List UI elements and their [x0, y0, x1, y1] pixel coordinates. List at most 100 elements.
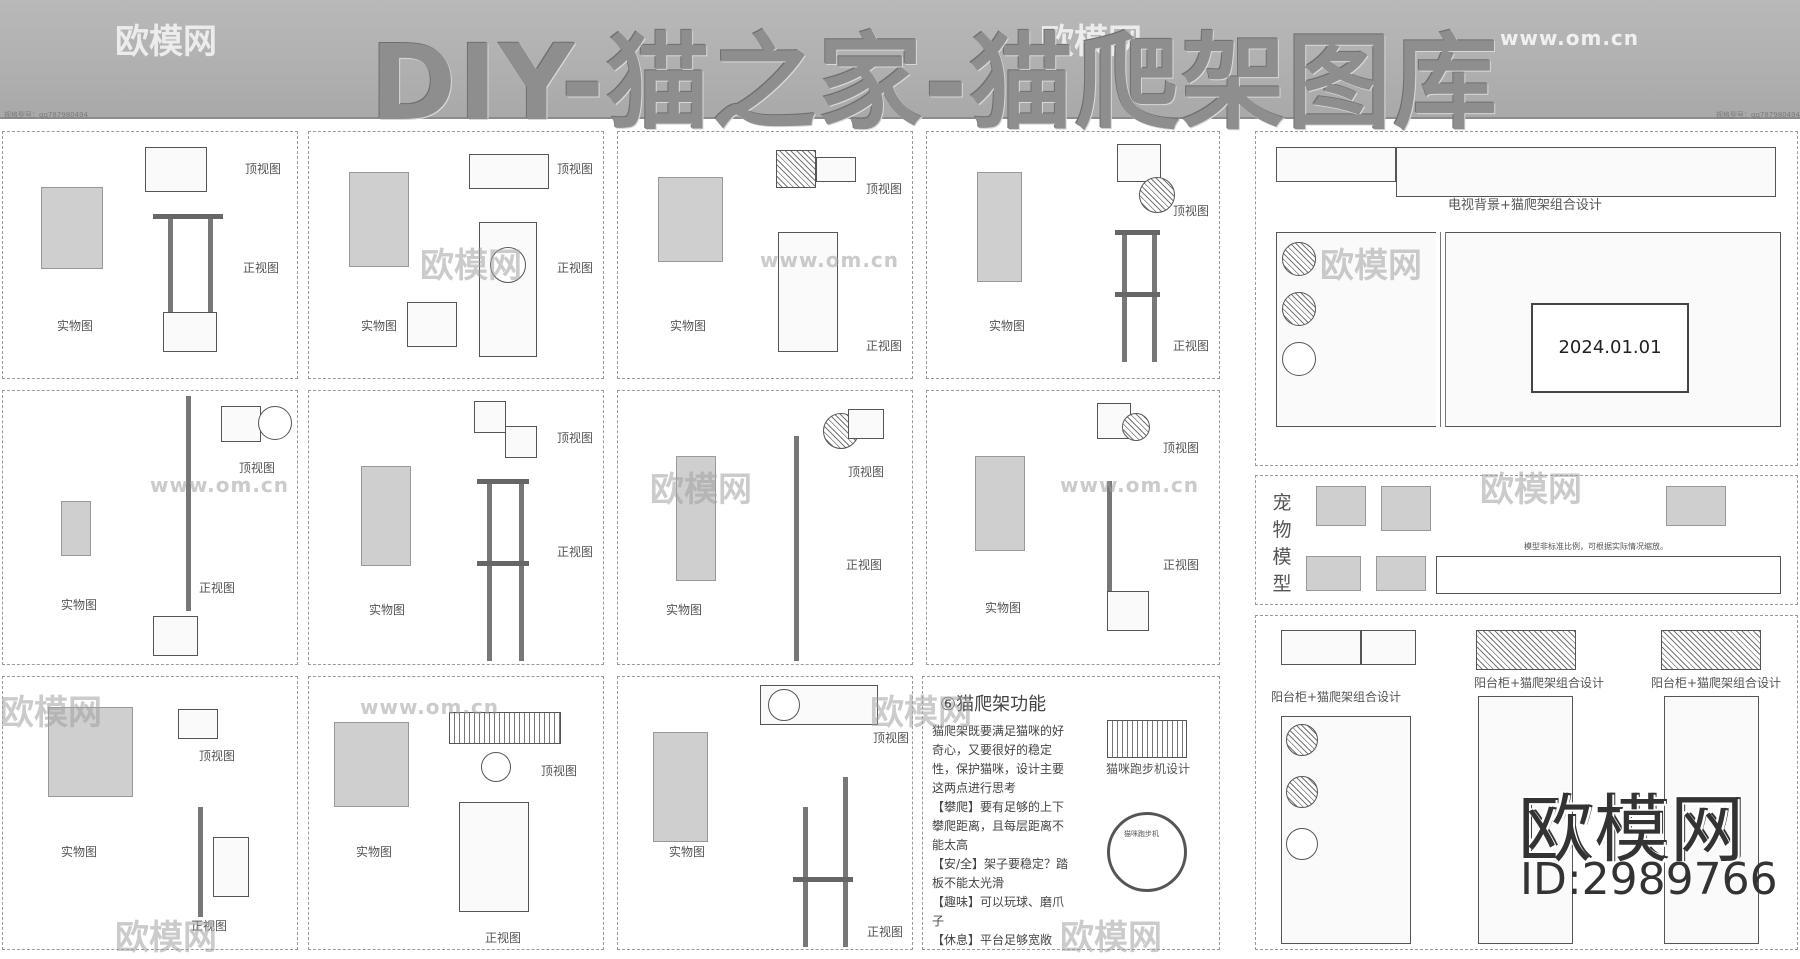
front-view-drawing [213, 837, 249, 897]
watermark-url: www.om.cn [360, 695, 500, 719]
tv-screen: 2024.01.01 [1531, 303, 1689, 393]
function-item: 【攀爬】要有足够的上下攀爬距离，且每层距离不能太高 [932, 800, 1065, 852]
small-note: 规格型号：qq787980494 [4, 111, 88, 119]
cat-tree-photo [676, 456, 716, 581]
function-title: ⑥猫爬架功能 [940, 694, 1047, 715]
function-description: 猫爬架既要满足猫咪的好奇心，又要很好的稳定性，保护猫咪，设计主要这两点进行思考 … [932, 722, 1074, 950]
platform [477, 561, 529, 566]
cat-tree-photo [61, 501, 91, 556]
top-view-drawing [178, 709, 218, 739]
cat-tree-photo [977, 172, 1022, 282]
front-view-drawing [778, 232, 838, 352]
top-view-drawing [1117, 144, 1161, 182]
watermark-logo: 欧模网 [870, 693, 972, 733]
watermark-logo: 欧模网 [1320, 246, 1422, 286]
wall-hole [1282, 342, 1316, 376]
top-view-label: 顶视图 [245, 162, 282, 176]
top-view-wheel [1139, 177, 1175, 213]
cat-tree-panel-1: 实物图 顶视图 正视图 [2, 131, 298, 379]
balcony-design-label: 阳台柜+猫爬架组合设计 [1651, 676, 1782, 690]
post [1122, 232, 1127, 362]
balcony-elevation [1478, 696, 1573, 944]
front-view-label: 正视图 [243, 261, 280, 275]
cat-tree-photo [349, 172, 409, 267]
post [208, 217, 213, 317]
pet-model-squirrel [1376, 556, 1426, 591]
cat-tree-photo [48, 707, 133, 797]
cat-tree-photo [41, 187, 103, 269]
watermark-logo: 欧模网 [115, 22, 217, 62]
top-view-drawing [469, 154, 549, 189]
cat-tree-photo [653, 732, 708, 842]
tv-wall-panel: 电视背景+猫爬架组合设计 [1255, 131, 1798, 466]
top-view-round [768, 689, 800, 721]
top-view-drawing [474, 401, 506, 433]
top-view-drawing [145, 147, 207, 192]
balcony-panel: 阳台柜+猫爬架组合设计 阳台柜+猫爬架组合设计 阳台柜+猫爬架组合设计 [1255, 615, 1798, 950]
page-title: DIY-猫之家-猫爬架图库 [370, 22, 1500, 144]
front-view-label: 正视图 [557, 261, 594, 275]
pet-model-dog [1316, 486, 1366, 526]
top-view-drawing [776, 150, 816, 188]
wall-hole [1286, 828, 1318, 860]
front-view-label: 正视图 [191, 919, 228, 933]
cat-tree-panel-6: 实物图 顶视图 正视图 [308, 390, 604, 665]
platform [477, 479, 529, 484]
top-view-label: 顶视图 [199, 749, 236, 763]
top-view-label: 顶视图 [557, 162, 594, 176]
cat-tree-panel-10: 实物图 顶视图 正视图 [308, 676, 604, 950]
post [168, 217, 173, 317]
treadmill-wheel: 猫咪跑步机 [1107, 812, 1187, 892]
top-view-round [258, 406, 292, 440]
balcony-top-view [1476, 630, 1576, 670]
watermark-url: www.om.cn [1060, 473, 1200, 497]
function-item: 【趣味】可以玩球、磨爪子 [932, 895, 1065, 928]
photo-label: 实物图 [369, 603, 406, 617]
wall-hole [1282, 242, 1316, 276]
pet-models-panel: 模型非标准比例，可根据实际情况缩放。 [1255, 475, 1798, 605]
post [843, 777, 848, 947]
treadmill-label: 猫咪跑步机设计 [1106, 762, 1191, 776]
cat-tree-photo [975, 456, 1025, 551]
cat-tree-photo [361, 466, 411, 566]
watermark-logo: 欧模网 [115, 918, 217, 958]
top-view-label: 顶视图 [1173, 204, 1210, 218]
cat-tree-panel-5: 实物图 顶视图 正视图 [2, 390, 298, 665]
post [198, 807, 203, 917]
brand-id: ID:2989766 [1520, 854, 1778, 905]
post [487, 481, 492, 661]
watermark-url: www.om.cn [150, 473, 290, 497]
balcony-top-view [1661, 630, 1761, 670]
platform [1115, 292, 1160, 297]
front-view-label: 正视图 [557, 545, 594, 559]
front-view-label: 正视图 [485, 931, 522, 945]
front-view-label: 正视图 [1163, 558, 1200, 572]
pet-models-label: 宠物模型 [1272, 492, 1292, 595]
wall-hole [1286, 724, 1318, 756]
photo-label: 实物图 [356, 845, 393, 859]
watermark-logo: 欧模网 [1060, 918, 1162, 958]
wall-hole [1282, 292, 1316, 326]
photo-label: 实物图 [57, 319, 94, 333]
top-view-wheel [1122, 413, 1150, 441]
front-view-drawing [459, 802, 529, 912]
cat-tree-photo [658, 177, 723, 262]
platform [793, 877, 853, 882]
small-note: 规格型号：qq787980494 [1716, 111, 1800, 119]
balcony-design-label: 阳台柜+猫爬架组合设计 [1474, 676, 1605, 690]
top-view-label: 顶视图 [239, 461, 276, 475]
front-view-drawing [163, 312, 217, 352]
pet-model-note: 模型非标准比例，可根据实际情况缩放。 [1524, 542, 1668, 551]
top-view-label: 顶视图 [541, 764, 578, 778]
front-view-drawing [1107, 591, 1149, 631]
top-view-label: 顶视图 [848, 465, 885, 479]
cat-tree-panel-7: 实物图 顶视图 正视图 [617, 390, 913, 665]
photo-label: 实物图 [666, 603, 703, 617]
cat-tree-panel-8: 实物图 顶视图 正视图 [926, 390, 1220, 665]
watermark-url: www.om.cn [760, 248, 900, 272]
top-view-label: 顶视图 [1163, 441, 1200, 455]
top-view-drawing [449, 712, 561, 744]
wall-hole [1286, 776, 1318, 808]
balcony-elevation [1664, 696, 1759, 944]
front-view-label: 正视图 [1173, 339, 1210, 353]
